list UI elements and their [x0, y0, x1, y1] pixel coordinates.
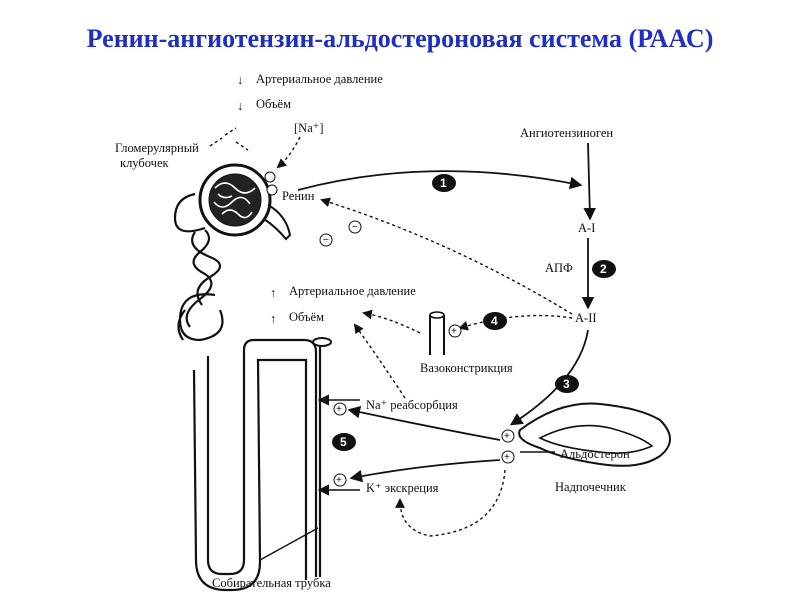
label-glomerulus-1: Гломерулярный — [115, 141, 199, 155]
label-a2: А-II — [575, 311, 597, 325]
down-arrow-icon: ↓ — [237, 99, 243, 113]
k-loop-dotted-arrow — [395, 469, 506, 537]
label-aldosterone: Альдостерон — [560, 447, 630, 461]
minus-sign-icon — [348, 220, 362, 234]
marker-1 — [432, 174, 456, 192]
a2-to-renin-feedback-arrow — [320, 197, 573, 315]
svg-text:+: + — [504, 452, 510, 463]
svg-text:−: − — [352, 222, 358, 233]
marker-3 — [555, 375, 579, 393]
sodium-dotted-arrow — [276, 136, 301, 169]
label-k-excretion: K⁺ экскреция — [366, 481, 439, 495]
label-volume-top: Объём — [256, 97, 291, 111]
marker-2 — [592, 260, 616, 278]
a2-to-vessel-arrow — [458, 314, 573, 331]
marker-4 — [483, 312, 507, 330]
svg-text:+: + — [451, 326, 457, 337]
label-arterial-pressure-mid: Артериальное давление — [289, 284, 416, 298]
reabsorption-to-volume-arrow — [353, 323, 406, 399]
svg-text:+: + — [336, 475, 342, 486]
label-adrenal: Надпочечник — [555, 480, 627, 494]
label-glomerulus-2: клубочек — [120, 156, 170, 170]
label-vasoconstriction: Вазоконстрикция — [420, 361, 513, 375]
vasoconstriction-to-pressure-arrow — [362, 309, 421, 334]
angiotensinogen-to-a1-arrow — [583, 142, 597, 221]
marker-4-label: 4 — [491, 314, 498, 328]
plus-sign-icon — [333, 473, 347, 487]
label-arterial-pressure-top: Артериальное давление — [256, 72, 383, 86]
svg-text:+: + — [336, 404, 342, 415]
glomerulus-pointer — [209, 127, 249, 151]
label-sodium: [Na⁺] — [294, 121, 324, 135]
svg-text:+: + — [504, 431, 510, 442]
collecting-duct-pointer — [259, 527, 319, 561]
label-na-reabsorption: Na⁺ реабсорбция — [366, 398, 458, 412]
svg-text:−: − — [323, 235, 329, 246]
aldosterone-to-k-arrow — [349, 459, 501, 483]
renin-to-angiotensinogen-arrow — [297, 170, 583, 191]
plus-sign-icon — [501, 450, 515, 464]
glomerulus — [198, 163, 292, 241]
label-apf: АПФ — [545, 261, 573, 275]
a2-to-adrenal-arrow — [509, 329, 589, 426]
page-title: Ренин-ангиотензин-альдостероновая систем… — [86, 24, 714, 53]
nephron — [173, 192, 332, 592]
down-arrow-icon: ↓ — [237, 73, 243, 87]
marker-5-label: 5 — [340, 435, 347, 449]
aldosterone-to-na-arrow — [347, 405, 501, 441]
vessel-icon — [429, 315, 445, 355]
marker-2-label: 2 — [600, 262, 607, 276]
label-renin: Ренин — [282, 189, 315, 203]
label-collecting-duct: Собирательная трубка — [212, 576, 331, 590]
plus-sign-icon — [448, 324, 462, 338]
up-arrow-icon: ↑ — [270, 286, 276, 300]
label-angiotensinogen: Ангиотензиноген — [520, 126, 613, 140]
marker-5 — [332, 433, 356, 451]
up-arrow-icon: ↑ — [270, 312, 276, 326]
marker-1-label: 1 — [440, 176, 447, 190]
plus-sign-icon — [501, 429, 515, 443]
label-volume-mid: Объём — [289, 310, 324, 324]
minus-sign-icon — [319, 233, 333, 247]
label-a1: А-I — [578, 221, 595, 235]
adrenal-gland — [518, 402, 671, 467]
plus-sign-icon — [333, 402, 347, 416]
marker-3-label: 3 — [563, 377, 570, 391]
